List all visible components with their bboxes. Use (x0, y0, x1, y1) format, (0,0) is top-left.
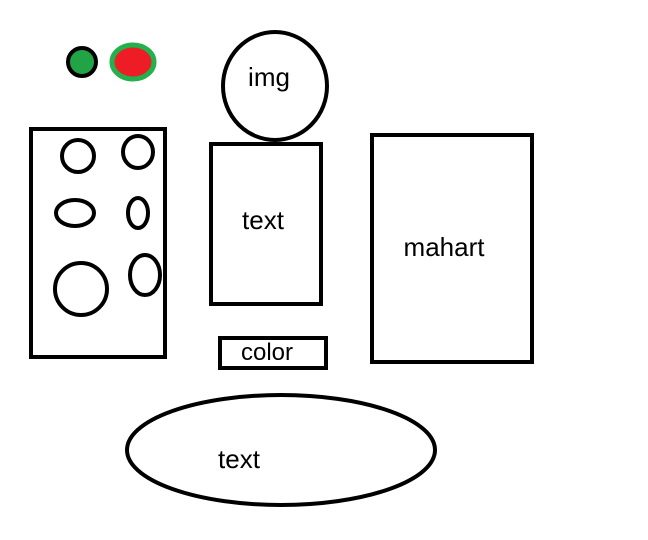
main-panel (370, 133, 534, 364)
main-panel-label: mahart (404, 232, 486, 262)
bottom-ellipse-label: text (218, 444, 261, 474)
left-panel (29, 127, 167, 359)
left-panel-oval-3[interactable] (54, 198, 96, 228)
left-panel-oval-2[interactable] (121, 134, 155, 170)
bottom-ellipse[interactable] (125, 393, 437, 507)
image-circle (221, 30, 329, 142)
color-box[interactable] (218, 336, 328, 370)
left-panel-oval-4[interactable] (126, 196, 150, 230)
image-circle-label: img (248, 62, 290, 92)
color-box-label: color (241, 339, 293, 366)
left-panel-oval-1[interactable] (60, 138, 96, 174)
text-box (209, 142, 323, 306)
red-status-dot[interactable] (109, 42, 157, 82)
green-status-dot[interactable] (66, 46, 98, 78)
text-box-label: text (242, 205, 285, 235)
left-panel-oval-6[interactable] (128, 253, 162, 297)
left-panel-oval-5[interactable] (53, 261, 109, 317)
